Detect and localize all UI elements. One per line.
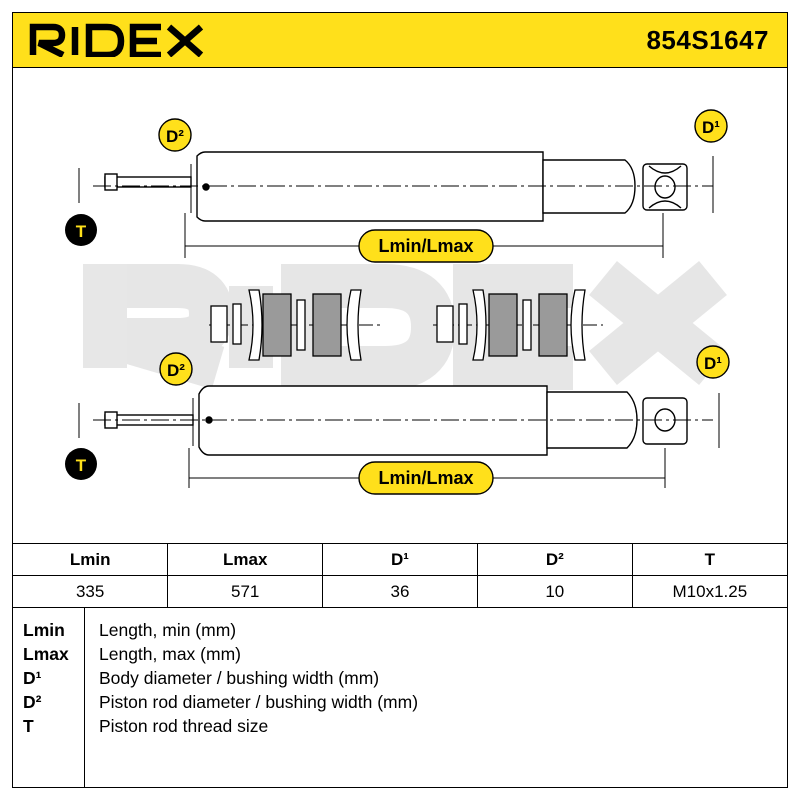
svg-text:D²: D²	[167, 361, 185, 380]
brand-logo	[29, 23, 204, 57]
svg-text:Lmin/Lmax: Lmin/Lmax	[378, 468, 473, 488]
legend-key: D²	[23, 692, 42, 712]
col-header-lmin: Lmin	[13, 543, 169, 576]
col-header-d2: D²	[476, 543, 633, 576]
value-d1: 36	[322, 575, 478, 608]
legend-desc: Piston rod thread size	[99, 716, 269, 736]
part-number: 854S1647	[646, 25, 769, 55]
top-shock-absorber	[78, 151, 714, 258]
callout-d1-top: D¹	[694, 109, 728, 143]
legend-divider	[84, 608, 85, 787]
ridex-watermark	[83, 260, 727, 390]
spec-header-row: Lmin Lmax D¹ D² T	[13, 543, 787, 576]
mounting-kit-left	[209, 289, 381, 361]
spec-table: Lmin Lmax D¹ D² T 335 571 36 10 M10x1.25	[13, 543, 787, 608]
legend-desc: Piston rod diameter / bushing width (mm)	[99, 692, 419, 712]
mounting-kit-right	[433, 289, 603, 361]
callout-length-top: Lmin/Lmax	[358, 229, 494, 263]
legend-key: D¹	[23, 668, 42, 688]
spec-value-row: 335 571 36 10 M10x1.25	[13, 575, 787, 608]
callout-d2-bottom: D²	[159, 352, 193, 386]
legend-key: Lmax	[23, 644, 69, 664]
value-lmax: 571	[167, 575, 324, 608]
svg-text:D¹: D¹	[702, 118, 720, 137]
svg-text:D¹: D¹	[704, 354, 722, 373]
svg-text:T: T	[76, 222, 87, 241]
legend: Lmin Length, min (mm) Lmax Length, max (…	[13, 607, 787, 787]
svg-text:D²: D²	[166, 127, 184, 146]
svg-text:T: T	[76, 456, 87, 475]
value-d2: 10	[476, 575, 633, 608]
col-header-lmax: Lmax	[167, 543, 324, 576]
product-sheet: 854S1647	[12, 12, 788, 788]
legend-row: D² Piston rod diameter / bushing width (…	[13, 692, 787, 716]
callout-d1-bottom: D¹	[696, 345, 730, 379]
svg-text:Lmin/Lmax: Lmin/Lmax	[378, 236, 473, 256]
legend-row: Lmin Length, min (mm)	[13, 620, 787, 644]
col-header-d1: D¹	[322, 543, 478, 576]
header-bar: 854S1647	[13, 13, 787, 68]
col-header-t: T	[631, 543, 787, 576]
legend-desc: Length, max (mm)	[99, 644, 241, 664]
shock-absorber-drawing: D² T D¹ Lmin/Lmax D² T	[65, 109, 730, 495]
callout-t-top: T	[65, 214, 97, 246]
legend-row: T Piston rod thread size	[13, 716, 787, 740]
callout-length-bottom: Lmin/Lmax	[358, 461, 494, 495]
legend-row: D¹ Body diameter / bushing width (mm)	[13, 668, 787, 692]
legend-key: T	[23, 716, 34, 736]
callout-d2-top: D²	[158, 118, 192, 152]
legend-row: Lmax Length, max (mm)	[13, 644, 787, 668]
value-lmin: 335	[13, 575, 169, 608]
callout-t-bottom: T	[65, 448, 97, 480]
legend-key: Lmin	[23, 620, 65, 640]
technical-drawing: D² T D¹ Lmin/Lmax D² T	[13, 68, 787, 542]
legend-desc: Body diameter / bushing width (mm)	[99, 668, 380, 688]
bottom-shock-absorber	[78, 385, 720, 488]
legend-desc: Length, min (mm)	[99, 620, 237, 640]
value-t: M10x1.25	[631, 575, 787, 608]
